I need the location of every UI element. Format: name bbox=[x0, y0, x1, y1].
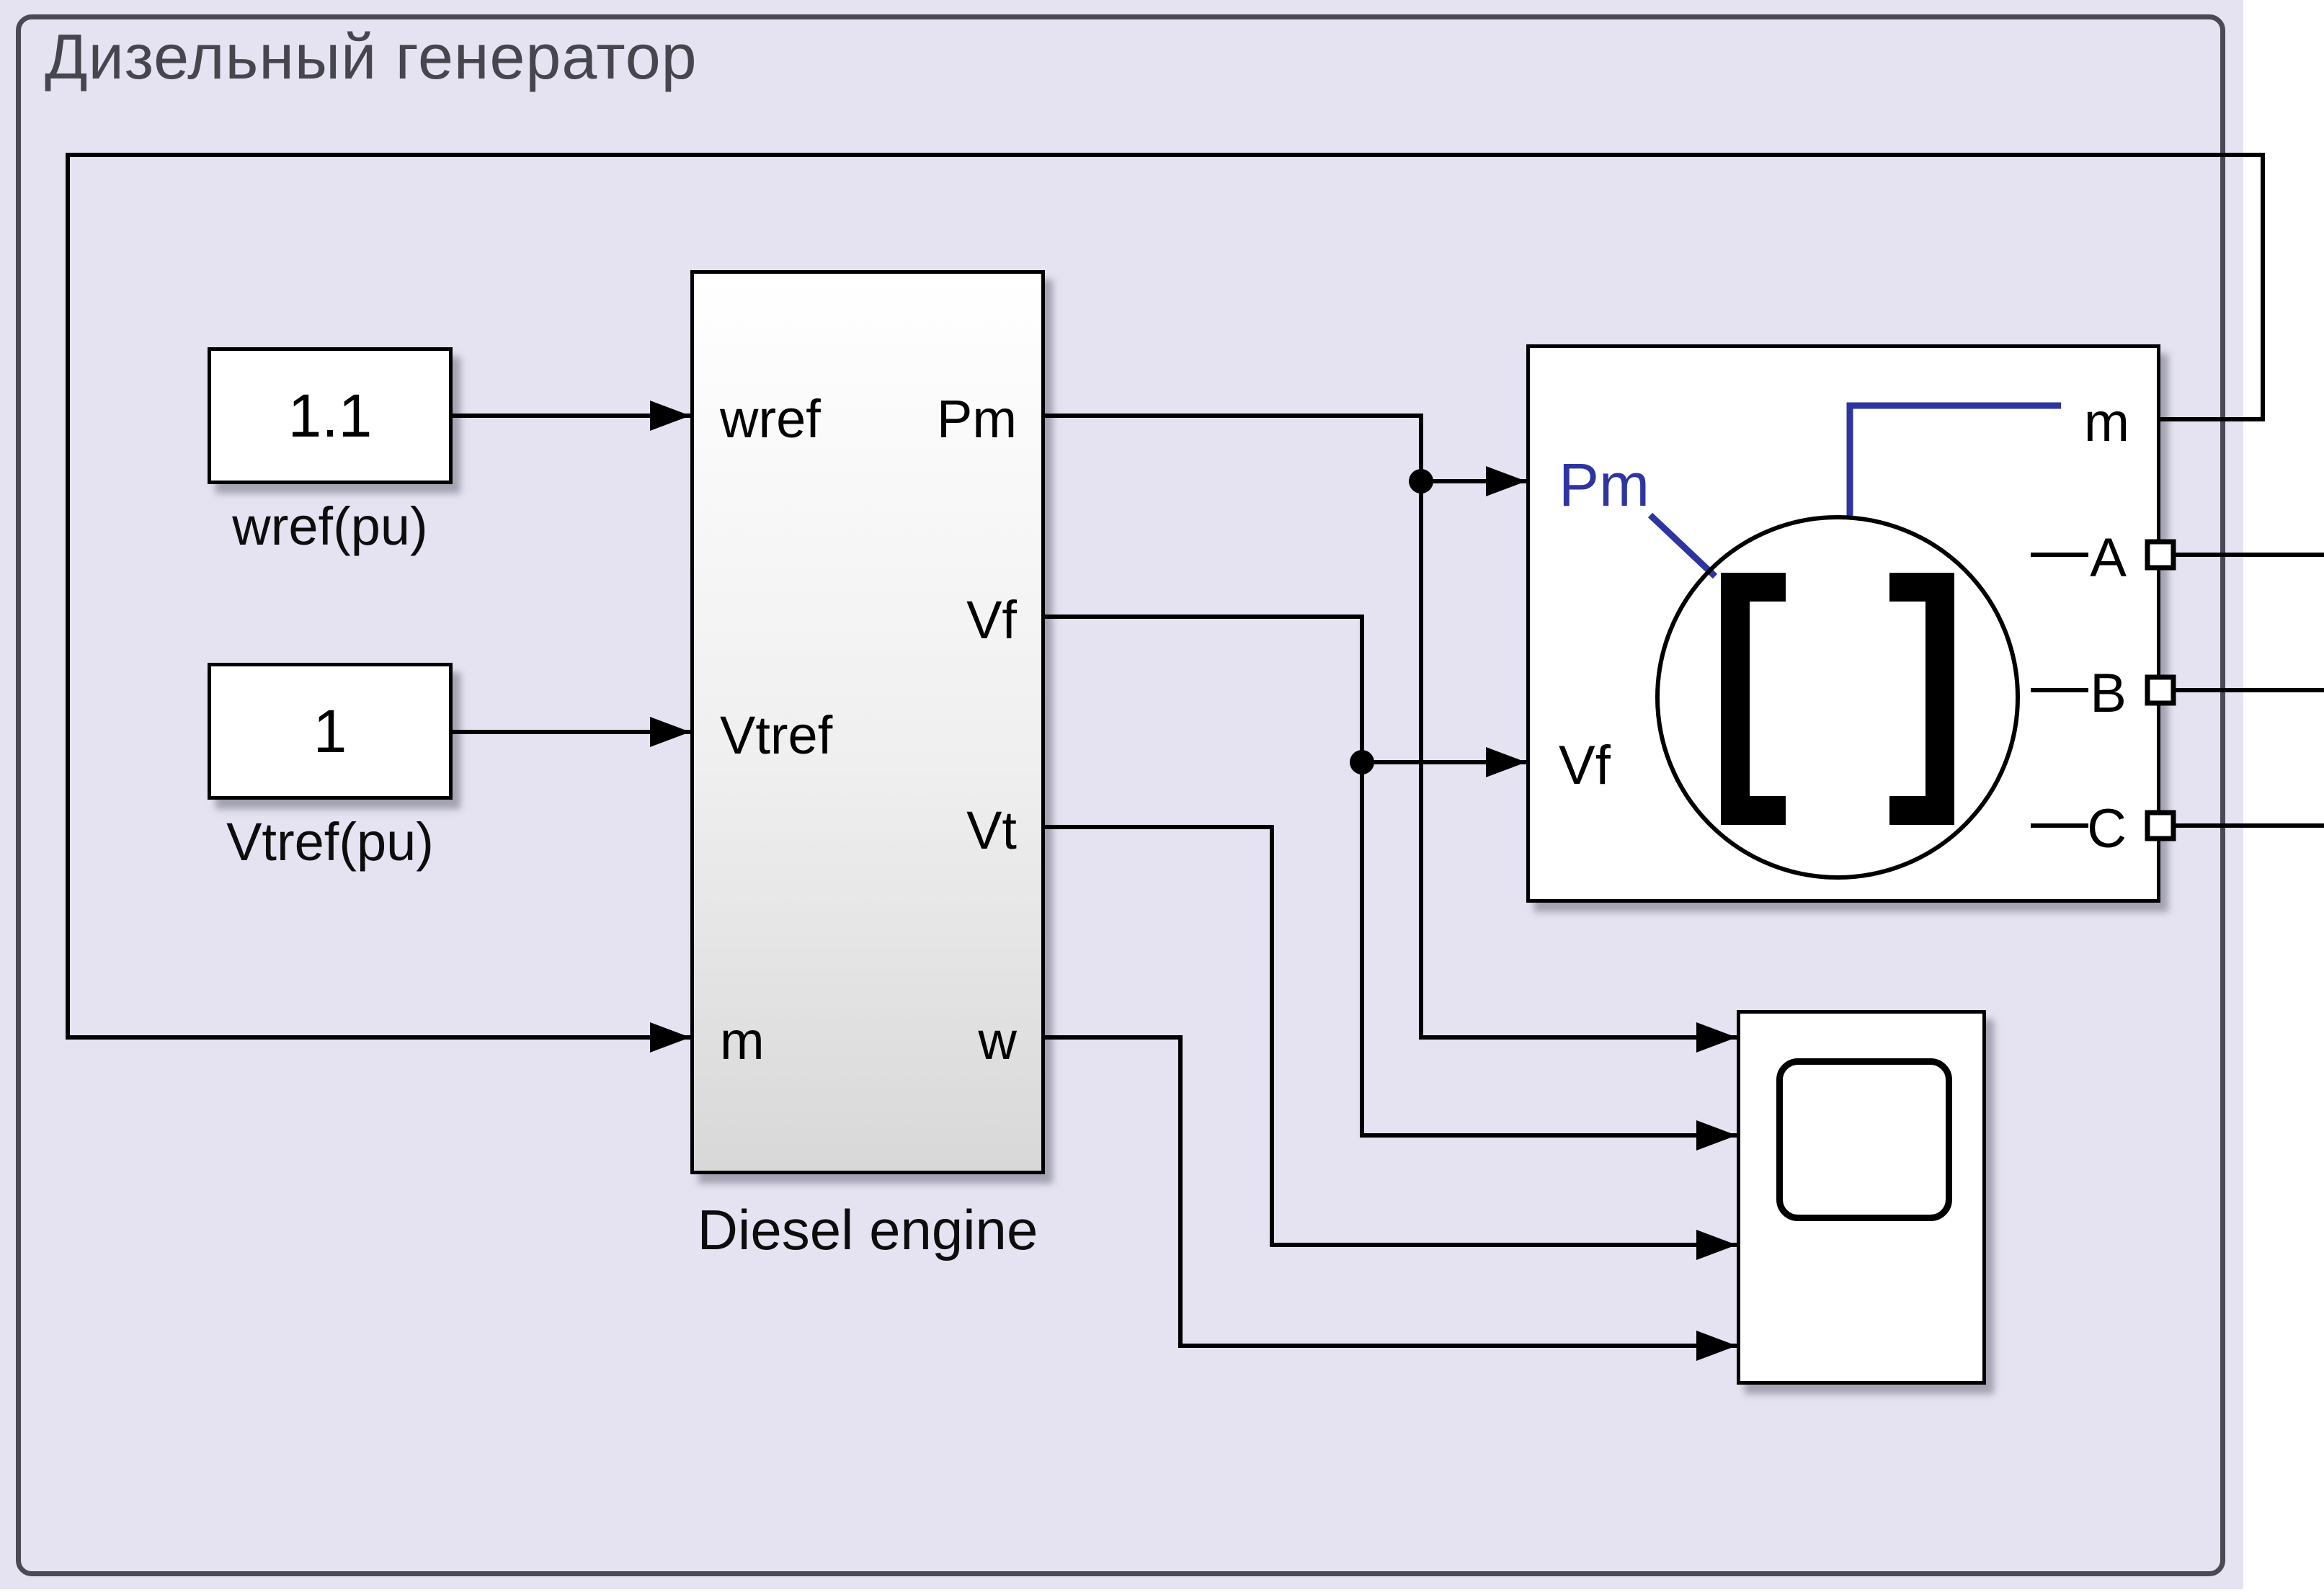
machine-output-a: A bbox=[2090, 527, 2127, 589]
diesel-output-w: w bbox=[978, 1011, 1017, 1071]
machine-icon bbox=[1647, 402, 2088, 880]
diesel-output-pm: Pm bbox=[937, 389, 1017, 449]
scope-display bbox=[1776, 1058, 1952, 1221]
constant-vtref-value: 1 bbox=[313, 697, 347, 765]
machine-output-c: C bbox=[2087, 798, 2127, 859]
machine-output-b: B bbox=[2090, 663, 2127, 724]
diesel-input-vtref: Vtref bbox=[720, 705, 833, 765]
machine-input-pm: Pm bbox=[1559, 451, 1649, 519]
machine-rotor-left-icon bbox=[1721, 573, 1786, 825]
constant-wref-value: 1.1 bbox=[288, 381, 373, 450]
diesel-input-m: m bbox=[720, 1011, 765, 1071]
constant-block-wref[interactable]: 1.1 bbox=[208, 347, 453, 484]
constant-block-vtref[interactable]: 1 bbox=[208, 663, 453, 800]
machine-input-vf: Vf bbox=[1559, 735, 1611, 796]
constant-vtref-label: Vtref(pu) bbox=[226, 812, 434, 872]
machine-rotor-right-icon bbox=[1889, 573, 1954, 825]
machine-stator-circle bbox=[1655, 515, 2020, 880]
diesel-input-wref: wref bbox=[720, 389, 821, 449]
diesel-output-vt: Vt bbox=[966, 800, 1017, 860]
constant-wref-label: wref(pu) bbox=[232, 496, 428, 556]
machine-output-m: m bbox=[2083, 392, 2129, 453]
subsystem-title: Дизельный генератор bbox=[45, 21, 698, 92]
scope-block[interactable] bbox=[1737, 1010, 1986, 1385]
synchronous-machine-block[interactable]: Pm Vf m A B C bbox=[1526, 344, 2160, 903]
machine-m-lead-line bbox=[1846, 402, 2061, 517]
machine-pm-lead-line bbox=[1647, 512, 1718, 579]
diesel-engine-block[interactable]: wref Vtref m Pm Vf Vt w bbox=[690, 270, 1045, 1174]
diesel-output-vf: Vf bbox=[966, 590, 1017, 650]
diesel-engine-label: Diesel engine bbox=[697, 1198, 1038, 1261]
